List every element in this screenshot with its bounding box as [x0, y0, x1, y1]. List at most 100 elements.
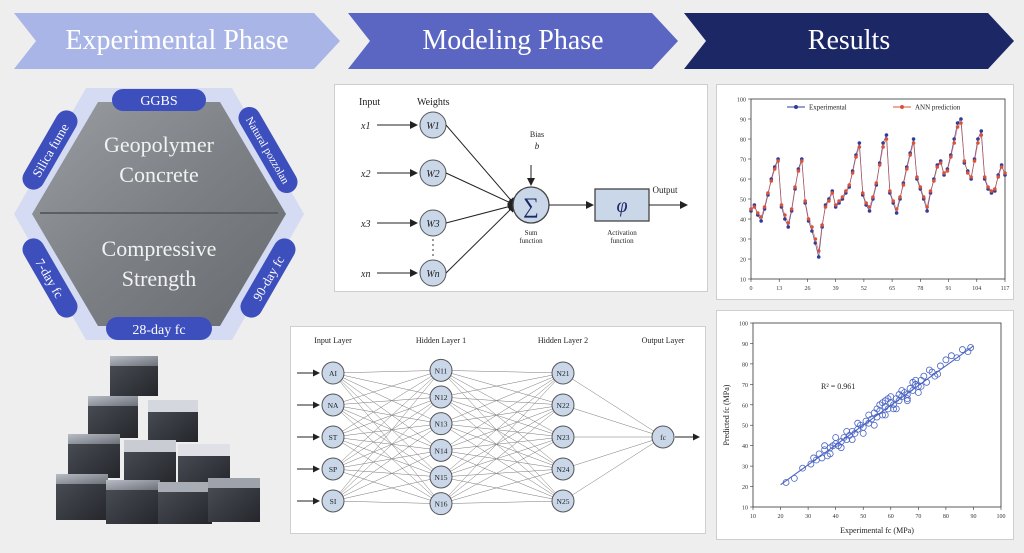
series-point [999, 165, 1004, 169]
network-edge [440, 370, 564, 502]
network-edge [332, 423, 442, 502]
series-point [898, 195, 902, 199]
arrow-shape [348, 13, 678, 69]
series-point [969, 175, 973, 179]
scatter-point [790, 474, 798, 482]
pill-silica-fume [22, 110, 78, 190]
series-point [891, 199, 896, 203]
input-node-label: AI [329, 369, 337, 378]
network-edge [332, 370, 442, 438]
hidden1-node-label: N11 [435, 366, 448, 375]
series-point [867, 209, 872, 213]
series-point [881, 145, 885, 149]
sum-label-2: function [519, 237, 543, 245]
x-tick-label: 26 [804, 286, 810, 292]
scatter-point [879, 399, 886, 407]
hidden2-node-label: N21 [557, 369, 570, 378]
scatter-point [865, 411, 873, 419]
network-edge [440, 396, 564, 502]
series-point [955, 121, 960, 125]
network-edge [440, 370, 564, 374]
network-edge [332, 450, 442, 502]
scatter-point [843, 427, 851, 435]
network-edge [440, 423, 564, 502]
y-tick-label: 10 [740, 278, 746, 284]
x-tick-label: 90 [970, 514, 976, 520]
series-point [800, 159, 804, 163]
hidden1-node-label: N12 [435, 393, 448, 402]
series-point [979, 133, 984, 137]
series-point [806, 217, 811, 221]
hidden1-node-label: N16 [435, 500, 448, 509]
weight-label: W1 [426, 121, 439, 132]
series-point [854, 155, 858, 159]
network-edge [332, 396, 442, 502]
network-edge [332, 404, 442, 424]
series-point [959, 117, 963, 121]
series-point [816, 249, 821, 253]
network-edge [440, 436, 564, 451]
series-point [857, 141, 862, 145]
scatter-point [953, 354, 961, 362]
series-point [786, 221, 791, 225]
series-point [810, 225, 814, 229]
phase-label-modeling: Modeling Phase [422, 25, 604, 56]
series-line [750, 122, 1006, 252]
scatter-point [881, 411, 889, 419]
series-point [871, 195, 875, 199]
network-edge [440, 370, 564, 470]
network-edge [440, 436, 564, 504]
x-tick-label: 100 [997, 514, 1006, 520]
scatter-point [917, 382, 925, 390]
series-point [921, 195, 926, 199]
x-tick-label: 80 [943, 514, 949, 520]
series-point [976, 137, 980, 141]
hidden1-node [429, 385, 453, 409]
series-point [837, 199, 841, 203]
series-point [816, 255, 821, 259]
y-tick-label: 20 [740, 258, 746, 264]
network-edge [440, 370, 564, 406]
hidden1-node [429, 358, 453, 382]
network-edge [562, 436, 664, 502]
series-point [820, 223, 824, 227]
series-point [1003, 171, 1007, 175]
series-point [989, 189, 994, 193]
scatter-point [942, 356, 950, 364]
network-edge [332, 396, 442, 406]
scatter-point [890, 405, 897, 413]
hidden2-node-label: N23 [557, 433, 570, 442]
cube-stack [56, 356, 260, 524]
series-point [840, 195, 845, 199]
series-point [759, 219, 763, 223]
series-point [827, 199, 831, 203]
activation-label-1: Activation [607, 229, 637, 237]
series-point [894, 211, 899, 215]
x-tick-label: 13 [776, 286, 782, 292]
scatter-point [967, 344, 975, 351]
network-diagram-panel: Input Layer Hidden Layer 1 Hidden Layer … [290, 326, 706, 534]
y-tick-label: 80 [740, 138, 746, 144]
x-axis-label: Experimental fc (MPa) [840, 526, 914, 535]
scatter-point [837, 444, 845, 452]
x-tick-label: 65 [889, 286, 895, 292]
series-point [955, 125, 960, 129]
y-tick-label: 80 [742, 362, 748, 368]
hidden1-node-label: N15 [435, 473, 448, 482]
phase-arrow-results: Results [684, 13, 1014, 69]
series-point [972, 159, 977, 163]
input-node-label: SI [330, 497, 337, 506]
network-edge [440, 476, 564, 502]
hidden1-node [429, 465, 453, 489]
hidden2-node [551, 393, 575, 417]
series-point [925, 209, 929, 213]
series-line [750, 118, 1006, 258]
input-node [321, 489, 345, 513]
scatter-point [912, 376, 919, 384]
series-point [864, 201, 868, 205]
hidden2-node [551, 425, 575, 449]
series-point [932, 179, 936, 183]
network-edge [332, 370, 442, 374]
